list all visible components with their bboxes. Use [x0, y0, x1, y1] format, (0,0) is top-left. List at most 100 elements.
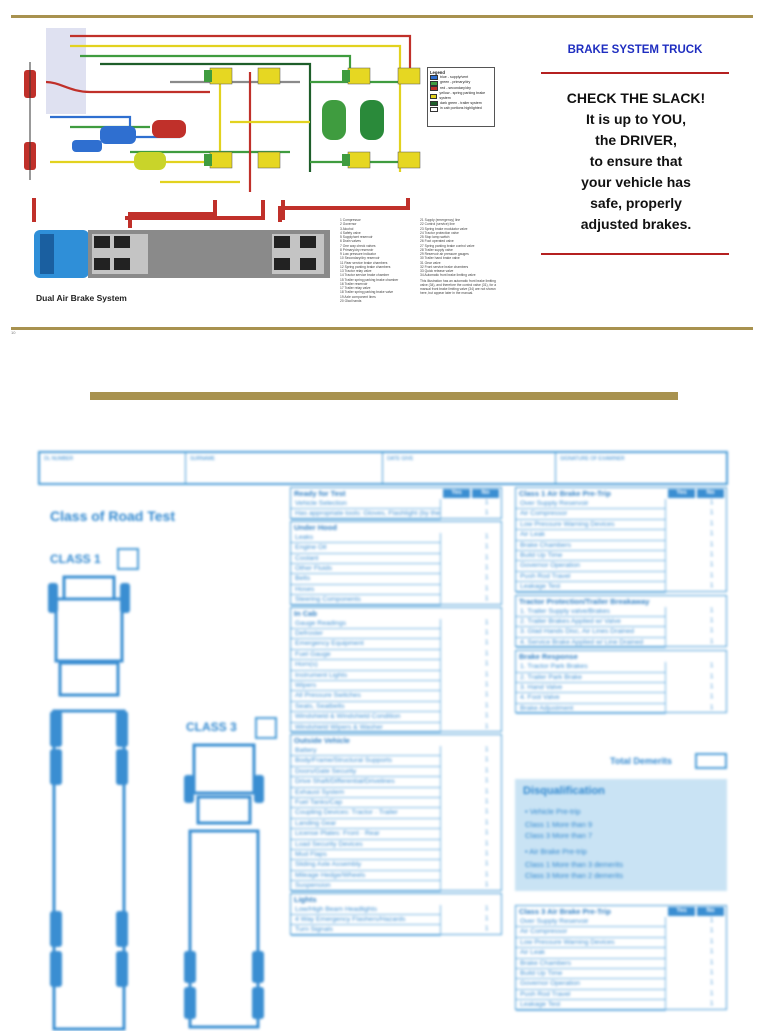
checklist-row[interactable]: License Plates: Front · Rear [291, 829, 441, 840]
checklist-row[interactable]: Steering Components [291, 595, 441, 606]
checklist-row[interactable]: Build Up Time [516, 551, 666, 562]
checklist-mark[interactable]: 1 [485, 778, 489, 785]
checklist-row[interactable]: 1. Tractor Park Brakes [516, 662, 666, 673]
checklist-mark[interactable]: 1 [485, 861, 489, 868]
checklist-row[interactable]: Air Leak [516, 530, 666, 541]
checklist-mark[interactable]: 1 [485, 564, 489, 571]
checklist-row[interactable]: Air Compressor [516, 927, 666, 938]
checklist-mark[interactable]: 1 [485, 533, 489, 540]
checklist-row[interactable]: 3. Hand Valve [516, 682, 666, 694]
checklist-row[interactable]: Build Up Time [516, 969, 666, 980]
checklist-row[interactable]: Engine Oil [291, 543, 441, 554]
checklist-mark[interactable]: 1 [485, 629, 489, 636]
checklist-mark[interactable]: 1 [710, 980, 714, 987]
checklist-row[interactable]: Load Security Devices [291, 839, 441, 850]
class3-checkbox[interactable] [255, 717, 277, 739]
checklist-row[interactable]: Battery [291, 746, 441, 757]
checklist-row[interactable]: Leaks [291, 532, 441, 544]
checklist-row[interactable]: Landing Gear [291, 818, 441, 830]
checklist-mark[interactable]: 1 [485, 500, 489, 506]
checklist-mark[interactable]: 1 [485, 840, 489, 847]
checklist-mark[interactable]: 1 [710, 510, 714, 517]
checklist-mark[interactable]: 1 [710, 638, 714, 645]
checklist-row[interactable]: Gauge Readings [291, 618, 441, 629]
checklist-row[interactable]: Governor Operation [516, 561, 666, 572]
checklist-mark[interactable]: 1 [710, 607, 714, 614]
checklist-mark[interactable]: 1 [485, 830, 489, 837]
checklist-row[interactable]: Leakage Test [516, 582, 666, 593]
checklist-mark[interactable]: 1 [485, 585, 489, 592]
checklist-mark[interactable]: 1 [710, 673, 714, 680]
checklist-mark[interactable]: 1 [710, 704, 714, 711]
checklist-row[interactable]: Seats, Seatbelts [291, 701, 441, 713]
checklist-row[interactable]: 4. Service Brake Applied w/ Line Drained [516, 637, 666, 649]
checklist-row[interactable]: Mud Flaps [291, 850, 441, 861]
checklist-mark[interactable]: 1 [485, 851, 489, 857]
checklist-row[interactable]: Coolant [291, 553, 441, 564]
checklist-mark[interactable]: 1 [485, 799, 489, 805]
checklist-row[interactable]: Push Rod Travel [516, 989, 666, 1001]
checklist-mark[interactable]: 1 [710, 918, 714, 924]
checklist-row[interactable]: Instrument Lights [291, 670, 441, 681]
checklist-row[interactable]: Fuel Gauge [291, 649, 441, 661]
checklist-row[interactable]: Exhaust System [291, 787, 441, 798]
checklist-mark[interactable]: 1 [710, 683, 714, 690]
checklist-row[interactable]: 2. Trailer Park Brake [516, 672, 666, 683]
checklist-row[interactable]: Brake Chambers [516, 540, 666, 551]
checklist-row[interactable]: Governor Operation [516, 979, 666, 990]
checklist-row[interactable]: Push Rod Travel [516, 571, 666, 583]
checklist-mark[interactable]: 1 [710, 572, 714, 579]
checklist-mark[interactable]: 1 [485, 692, 489, 699]
checklist-row[interactable]: Over Supply Reservoir [516, 917, 666, 928]
checklist-mark[interactable]: 1 [485, 767, 489, 774]
checklist-row[interactable]: Windshield & Windshield Condition [291, 712, 441, 723]
checklist-mark[interactable]: 1 [485, 681, 489, 688]
checklist-row[interactable]: Sliding Axle Assembly [291, 860, 441, 871]
checklist-mark[interactable]: 1 [485, 819, 489, 826]
checklist-row[interactable]: Low Pressure Warning Devices [516, 519, 666, 531]
checklist-row[interactable]: Windshield Wipers & Washer [291, 722, 441, 733]
checklist-row[interactable]: Coupling Devices: Tractor · Trailer [291, 808, 441, 819]
checklist-mark[interactable]: 1 [485, 788, 489, 795]
checklist-row[interactable]: Body/Frame/Structural Supports [291, 756, 441, 767]
class1-checkbox[interactable] [117, 548, 139, 570]
checklist-row[interactable]: Belts [291, 574, 441, 585]
checklist-mark[interactable]: 1 [485, 747, 489, 753]
checklist-mark[interactable]: 1 [710, 694, 714, 701]
checklist-mark[interactable]: 1 [485, 671, 489, 678]
checklist-row[interactable]: Air Compressor [516, 509, 666, 520]
checklist-row[interactable]: Drive Shaft/Differential/Drivelines [291, 777, 441, 788]
checklist-row[interactable]: Leakage Test [516, 1000, 666, 1011]
checklist-mark[interactable]: 1 [485, 926, 489, 933]
checklist-mark[interactable]: 1 [485, 882, 489, 889]
checklist-row[interactable]: Brake Chambers [516, 958, 666, 969]
checklist-row[interactable]: Suspension [291, 881, 441, 892]
checklist-mark[interactable]: 1 [485, 650, 489, 657]
checklist-mark[interactable]: 1 [485, 596, 489, 603]
checklist-mark[interactable]: 1 [485, 809, 489, 816]
checklist-mark[interactable]: 1 [710, 520, 714, 527]
checklist-mark[interactable]: 1 [710, 617, 714, 624]
checklist-mark[interactable]: 1 [710, 562, 714, 569]
checklist-row[interactable]: 4 Way Emergency Flashers/Hazards [291, 914, 441, 926]
checklist-row[interactable]: Brake Adjustment [516, 703, 666, 715]
checklist-mark[interactable]: 1 [710, 928, 714, 935]
checklist-mark[interactable]: 1 [485, 544, 489, 551]
checklist-row[interactable]: Wipers [291, 680, 441, 692]
checklist-row[interactable]: 1. Trailer Supply valve/Brakes [516, 606, 666, 617]
checklist-mark[interactable]: 1 [710, 663, 714, 670]
checklist-row[interactable]: Emergency Equipment [291, 639, 441, 650]
checklist-row[interactable]: Horn(s) [291, 660, 441, 671]
checklist-row[interactable]: Low/High Beam Headlights [291, 904, 441, 915]
checklist-row[interactable]: Mileage Hedge/Wheels [291, 870, 441, 882]
checklist-mark[interactable]: 1 [710, 959, 714, 966]
checklist-mark[interactable]: 1 [710, 949, 714, 956]
checklist-row[interactable]: Over Supply Reservoir [516, 499, 666, 510]
checklist-row[interactable]: Has appropriate tools: Gloves, Flashligh… [291, 509, 441, 520]
checklist-mark[interactable]: 1 [710, 970, 714, 976]
checklist-mark[interactable]: 1 [485, 713, 489, 720]
checklist-row[interactable]: 3. Glad Hands Disc, Air Lines Drained [516, 627, 666, 638]
checklist-row[interactable]: Doors/Gate Security [291, 766, 441, 778]
checklist-row[interactable]: 2. Trailer Brakes Applied w/ Valve [516, 616, 666, 628]
checklist-row[interactable]: All Pressure Switches [291, 691, 441, 702]
